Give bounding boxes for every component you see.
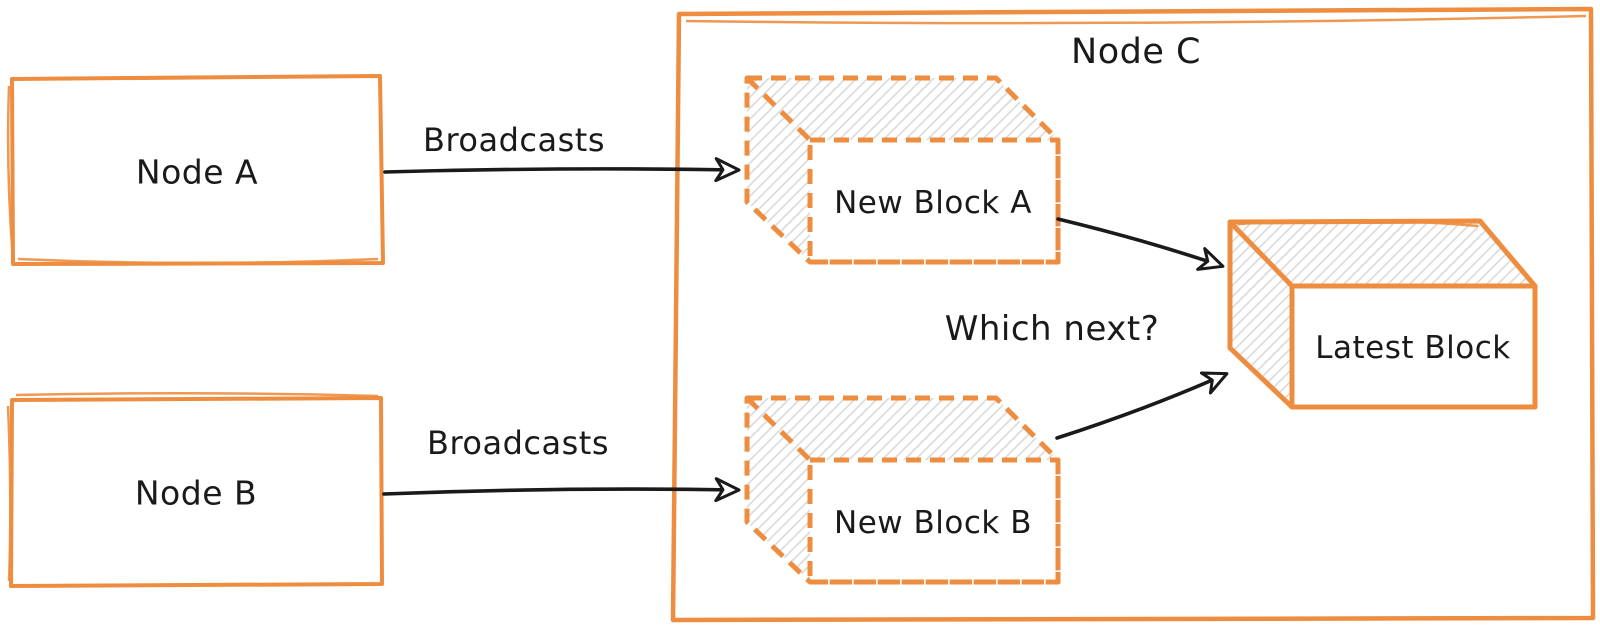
arrow-node-a-broadcast bbox=[383, 157, 741, 183]
node-a-label: Node A bbox=[135, 152, 259, 192]
new-block-a-outline bbox=[744, 75, 1061, 265]
new-block-a-top-face-hatch bbox=[747, 78, 1058, 140]
node-c-border-overdraw bbox=[685, 14, 1587, 25]
node-b-border-overdraw-left bbox=[6, 405, 12, 582]
diagram-arrows bbox=[382, 157, 1229, 503]
arrow-new-block-a-to-latest bbox=[1056, 217, 1225, 271]
new-block-b-label: New Block B bbox=[834, 505, 1032, 541]
new-block-a-corner-edge bbox=[745, 76, 812, 142]
which-next-question-label: Which next? bbox=[944, 309, 1160, 349]
new-block-b-top-face-hatch bbox=[747, 398, 1058, 460]
broadcasts-b-label: Broadcasts bbox=[427, 424, 609, 462]
new-block-a-label: New Block A bbox=[834, 185, 1032, 221]
node-a-box bbox=[6, 74, 385, 266]
latest-block-outline bbox=[1227, 218, 1538, 410]
new-block-b-outline bbox=[744, 395, 1061, 585]
node-a-border-overdraw-left bbox=[6, 85, 15, 261]
new-block-b-corner-edge bbox=[745, 396, 812, 462]
arrow-node-b-broadcast bbox=[382, 477, 741, 503]
node-c-label: Node C bbox=[1071, 32, 1201, 72]
node-c-container bbox=[670, 6, 1596, 623]
node-a-border-overdraw-bottom bbox=[17, 257, 379, 265]
latest-block-shape bbox=[1227, 218, 1538, 410]
latest-block-overdraw bbox=[1237, 219, 1479, 228]
arrow-new-block-b-to-latest bbox=[1055, 371, 1229, 440]
node-a-border bbox=[10, 74, 385, 266]
broadcasts-a-label: Broadcasts bbox=[423, 121, 605, 159]
new-block-b-shape bbox=[744, 395, 1061, 585]
node-b-box bbox=[6, 391, 384, 588]
node-b-border-overdraw-top bbox=[15, 391, 379, 398]
latest-block-label: Latest Block bbox=[1315, 330, 1511, 366]
latest-block-top-face-hatch bbox=[1230, 221, 1535, 286]
latest-block-corner-edge bbox=[1228, 220, 1294, 288]
node-b-label: Node B bbox=[134, 473, 258, 513]
node-c-border bbox=[670, 6, 1596, 623]
new-block-a-shape bbox=[744, 75, 1061, 265]
